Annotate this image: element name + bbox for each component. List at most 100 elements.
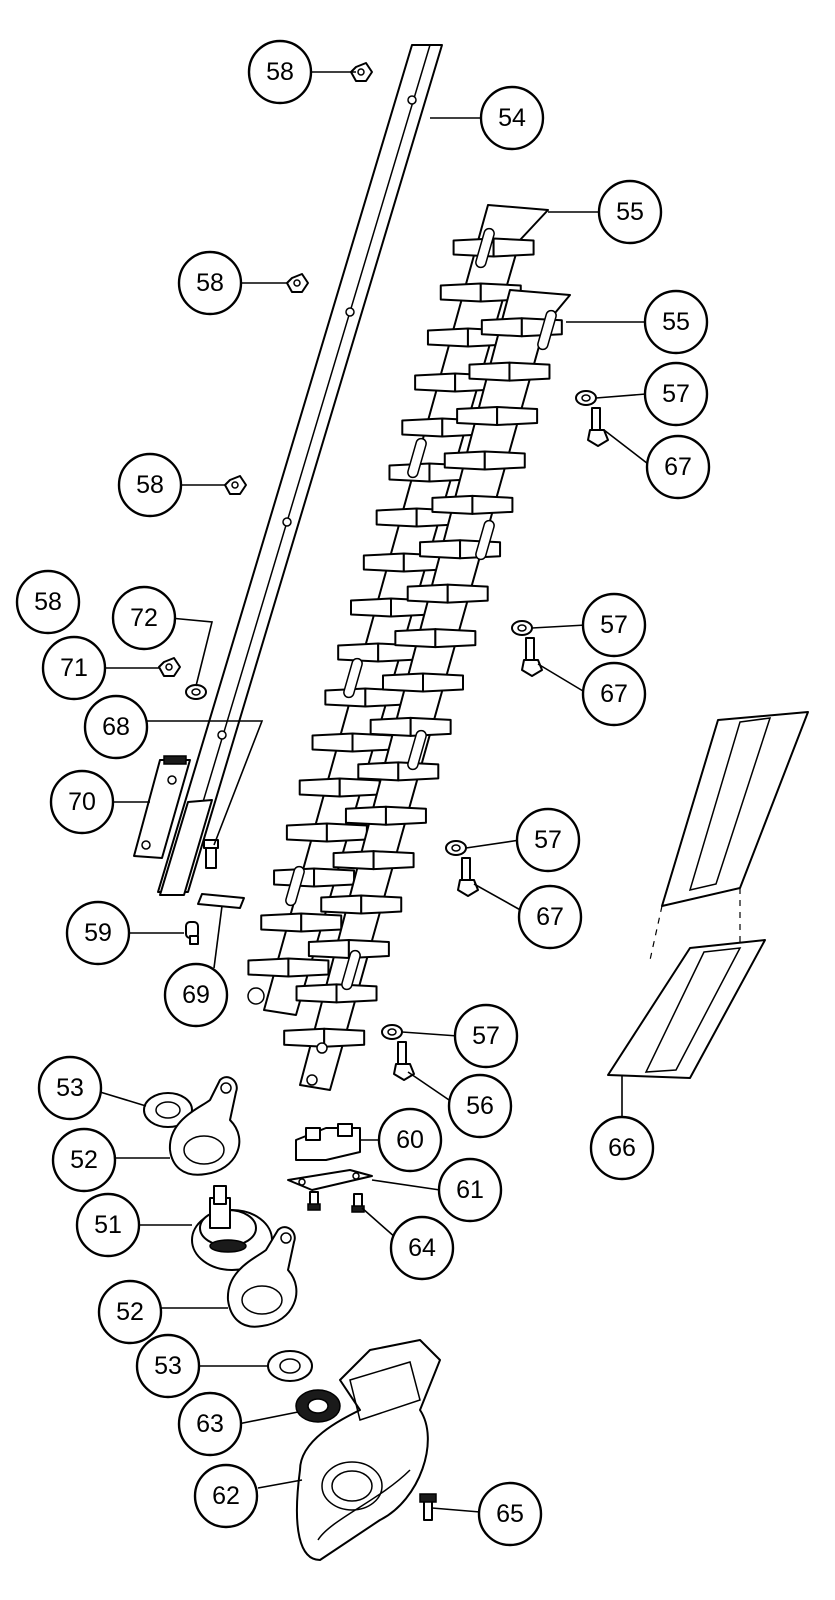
callout-55: 55: [597, 179, 663, 245]
bolt-part: [521, 637, 543, 677]
nut-part: [158, 657, 181, 677]
guide-bar-part: [157, 44, 443, 893]
callout-label: 67: [536, 903, 564, 931]
callout-label: 71: [60, 654, 88, 682]
callout-label: 57: [534, 826, 562, 854]
screw-part: [351, 1193, 365, 1213]
callout-58: 58: [177, 250, 243, 316]
callout-54: 54: [479, 85, 545, 151]
callout-69: 69: [163, 962, 229, 1028]
blade-tooth: [422, 672, 464, 693]
blade-tooth: [351, 732, 394, 753]
blade-tooth: [313, 867, 356, 888]
bolt-part: [393, 1041, 415, 1081]
pin-part: [185, 921, 199, 945]
callout-label: 58: [136, 471, 164, 499]
callout-57: 57: [581, 592, 647, 658]
bearing-part: [295, 1389, 341, 1423]
bolt-part: [587, 407, 609, 447]
callout-label: 64: [408, 1234, 436, 1262]
upper-blade-part: [247, 204, 549, 1016]
nut-part: [224, 475, 247, 495]
blade-guard-part: [607, 711, 809, 1079]
callout-61: 61: [437, 1157, 503, 1223]
callout-53: 53: [135, 1333, 201, 1399]
callout-label: 70: [68, 788, 96, 816]
callout-label: 67: [664, 453, 692, 481]
blade-tooth: [338, 777, 381, 798]
callout-60: 60: [377, 1107, 443, 1173]
blade-tooth: [357, 761, 400, 782]
blade-tooth: [394, 628, 437, 649]
callout-label: 67: [600, 680, 628, 708]
callout-57: 57: [453, 1003, 519, 1069]
blade-tooth: [344, 805, 387, 826]
blade-tooth: [372, 850, 415, 871]
blade-tooth: [362, 552, 405, 573]
callout-label: 57: [600, 611, 628, 639]
callout-59: 59: [65, 900, 131, 966]
washer-part: [445, 840, 467, 856]
blade-tooth: [369, 716, 412, 737]
blade-tooth: [431, 494, 474, 515]
blade-tooth: [350, 597, 392, 618]
callout-58: 58: [247, 39, 313, 105]
blade-tooth: [401, 417, 444, 438]
blade-tooth: [471, 494, 514, 515]
blade-tooth: [332, 850, 375, 871]
blade-tooth: [325, 822, 368, 843]
blade-tooth: [287, 957, 330, 978]
callout-label: 72: [130, 604, 158, 632]
callout-label: 52: [116, 1298, 144, 1326]
callout-label: 53: [56, 1074, 84, 1102]
crank-plate-part: [226, 1226, 298, 1328]
blade-tooth: [323, 1027, 366, 1048]
blade-tooth: [311, 732, 354, 753]
callout-label: 66: [608, 1134, 636, 1162]
callout-67: 67: [581, 661, 647, 727]
blade-tooth: [382, 672, 424, 693]
callout-label: 51: [94, 1211, 122, 1239]
callout-65: 65: [477, 1481, 543, 1547]
blade-tooth: [320, 894, 363, 915]
blade-tooth: [419, 539, 462, 560]
callout-52: 52: [97, 1279, 163, 1345]
blade-tooth: [492, 237, 535, 258]
callout-67: 67: [517, 884, 583, 950]
callout-label: 57: [472, 1022, 500, 1050]
blade-tooth: [360, 894, 403, 915]
washer-part: [575, 390, 597, 406]
blade-tooth: [468, 361, 511, 382]
blade-tooth: [295, 983, 338, 1004]
callout-55: 55: [643, 289, 709, 355]
callout-label: 58: [34, 588, 62, 616]
callout-57: 57: [515, 807, 581, 873]
blade-tooth: [285, 822, 328, 843]
callout-label: 58: [196, 269, 224, 297]
spacer-part: [159, 799, 219, 896]
eccentric-gear-part: [191, 1185, 273, 1271]
callout-label: 65: [496, 1500, 524, 1528]
blade-tooth: [439, 282, 482, 303]
bolt-part: [457, 857, 479, 897]
callout-70: 70: [49, 769, 115, 835]
nut-part: [286, 273, 309, 293]
crank-plate-part: [168, 1076, 241, 1176]
blade-tooth: [375, 507, 418, 528]
blade-tooth: [298, 777, 341, 798]
blade-tooth: [480, 317, 523, 338]
callout-label: 61: [456, 1176, 484, 1204]
blade-tooth: [414, 372, 457, 393]
callout-72: 72: [111, 585, 177, 651]
blade-tooth: [300, 912, 343, 933]
leader-lines: [99, 71, 653, 1513]
callout-66: 66: [589, 1115, 655, 1181]
callout-64: 64: [389, 1215, 455, 1281]
blade-tooth: [456, 406, 499, 427]
washer-part: [143, 1092, 193, 1128]
screw-part: [419, 1493, 437, 1521]
callout-62: 62: [193, 1463, 259, 1529]
callout-label: 52: [70, 1146, 98, 1174]
screw-part: [307, 1191, 321, 1211]
washer-part: [381, 1024, 403, 1040]
